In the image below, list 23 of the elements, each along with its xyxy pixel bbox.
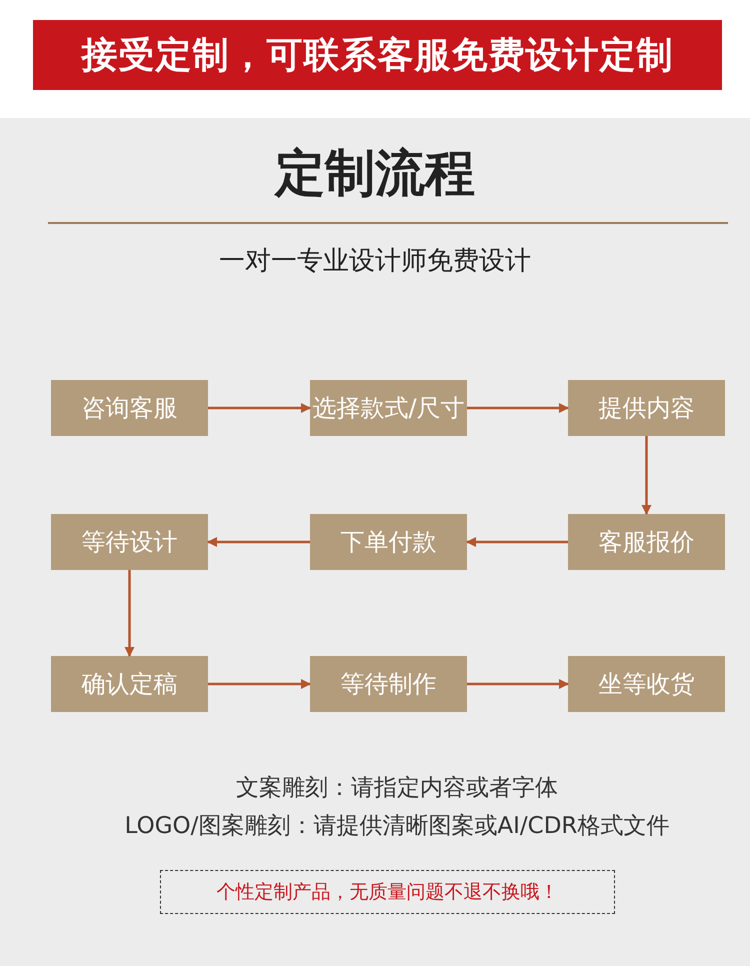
arrow <box>207 537 310 547</box>
arrow <box>466 537 568 547</box>
process-box: 确认定稿 <box>51 656 208 712</box>
subtitle: 一对一专业设计师免费设计 <box>218 245 532 278</box>
note-text: LOGO/图案雕刻：请提供清晰图案或AI/CDR格式文件 <box>124 812 670 841</box>
note-text: 文案雕刻：请指定内容或者字体 <box>235 774 559 803</box>
title: 定制流程 <box>273 143 476 204</box>
process-box: 下单付款 <box>310 514 467 570</box>
process-box: 选择款式/尺寸 <box>310 380 467 436</box>
process-box: 提供内容 <box>568 380 725 436</box>
arrow <box>642 436 652 515</box>
process-box: 等待设计 <box>51 514 208 570</box>
process-box: 客服报价 <box>568 514 725 570</box>
banner: 接受定制，可联系客服免费设计定制 <box>33 20 722 90</box>
process-box: 等待制作 <box>310 656 467 712</box>
process-box: 坐等收货 <box>568 656 725 712</box>
process-box: 咨询客服 <box>51 380 208 436</box>
arrow <box>208 403 311 413</box>
notice-box: 个性定制产品，无质量问题不退不换哦！ <box>160 870 615 914</box>
arrow <box>124 570 134 657</box>
arrow <box>467 403 569 413</box>
arrow <box>208 679 311 689</box>
arrow <box>467 679 569 689</box>
